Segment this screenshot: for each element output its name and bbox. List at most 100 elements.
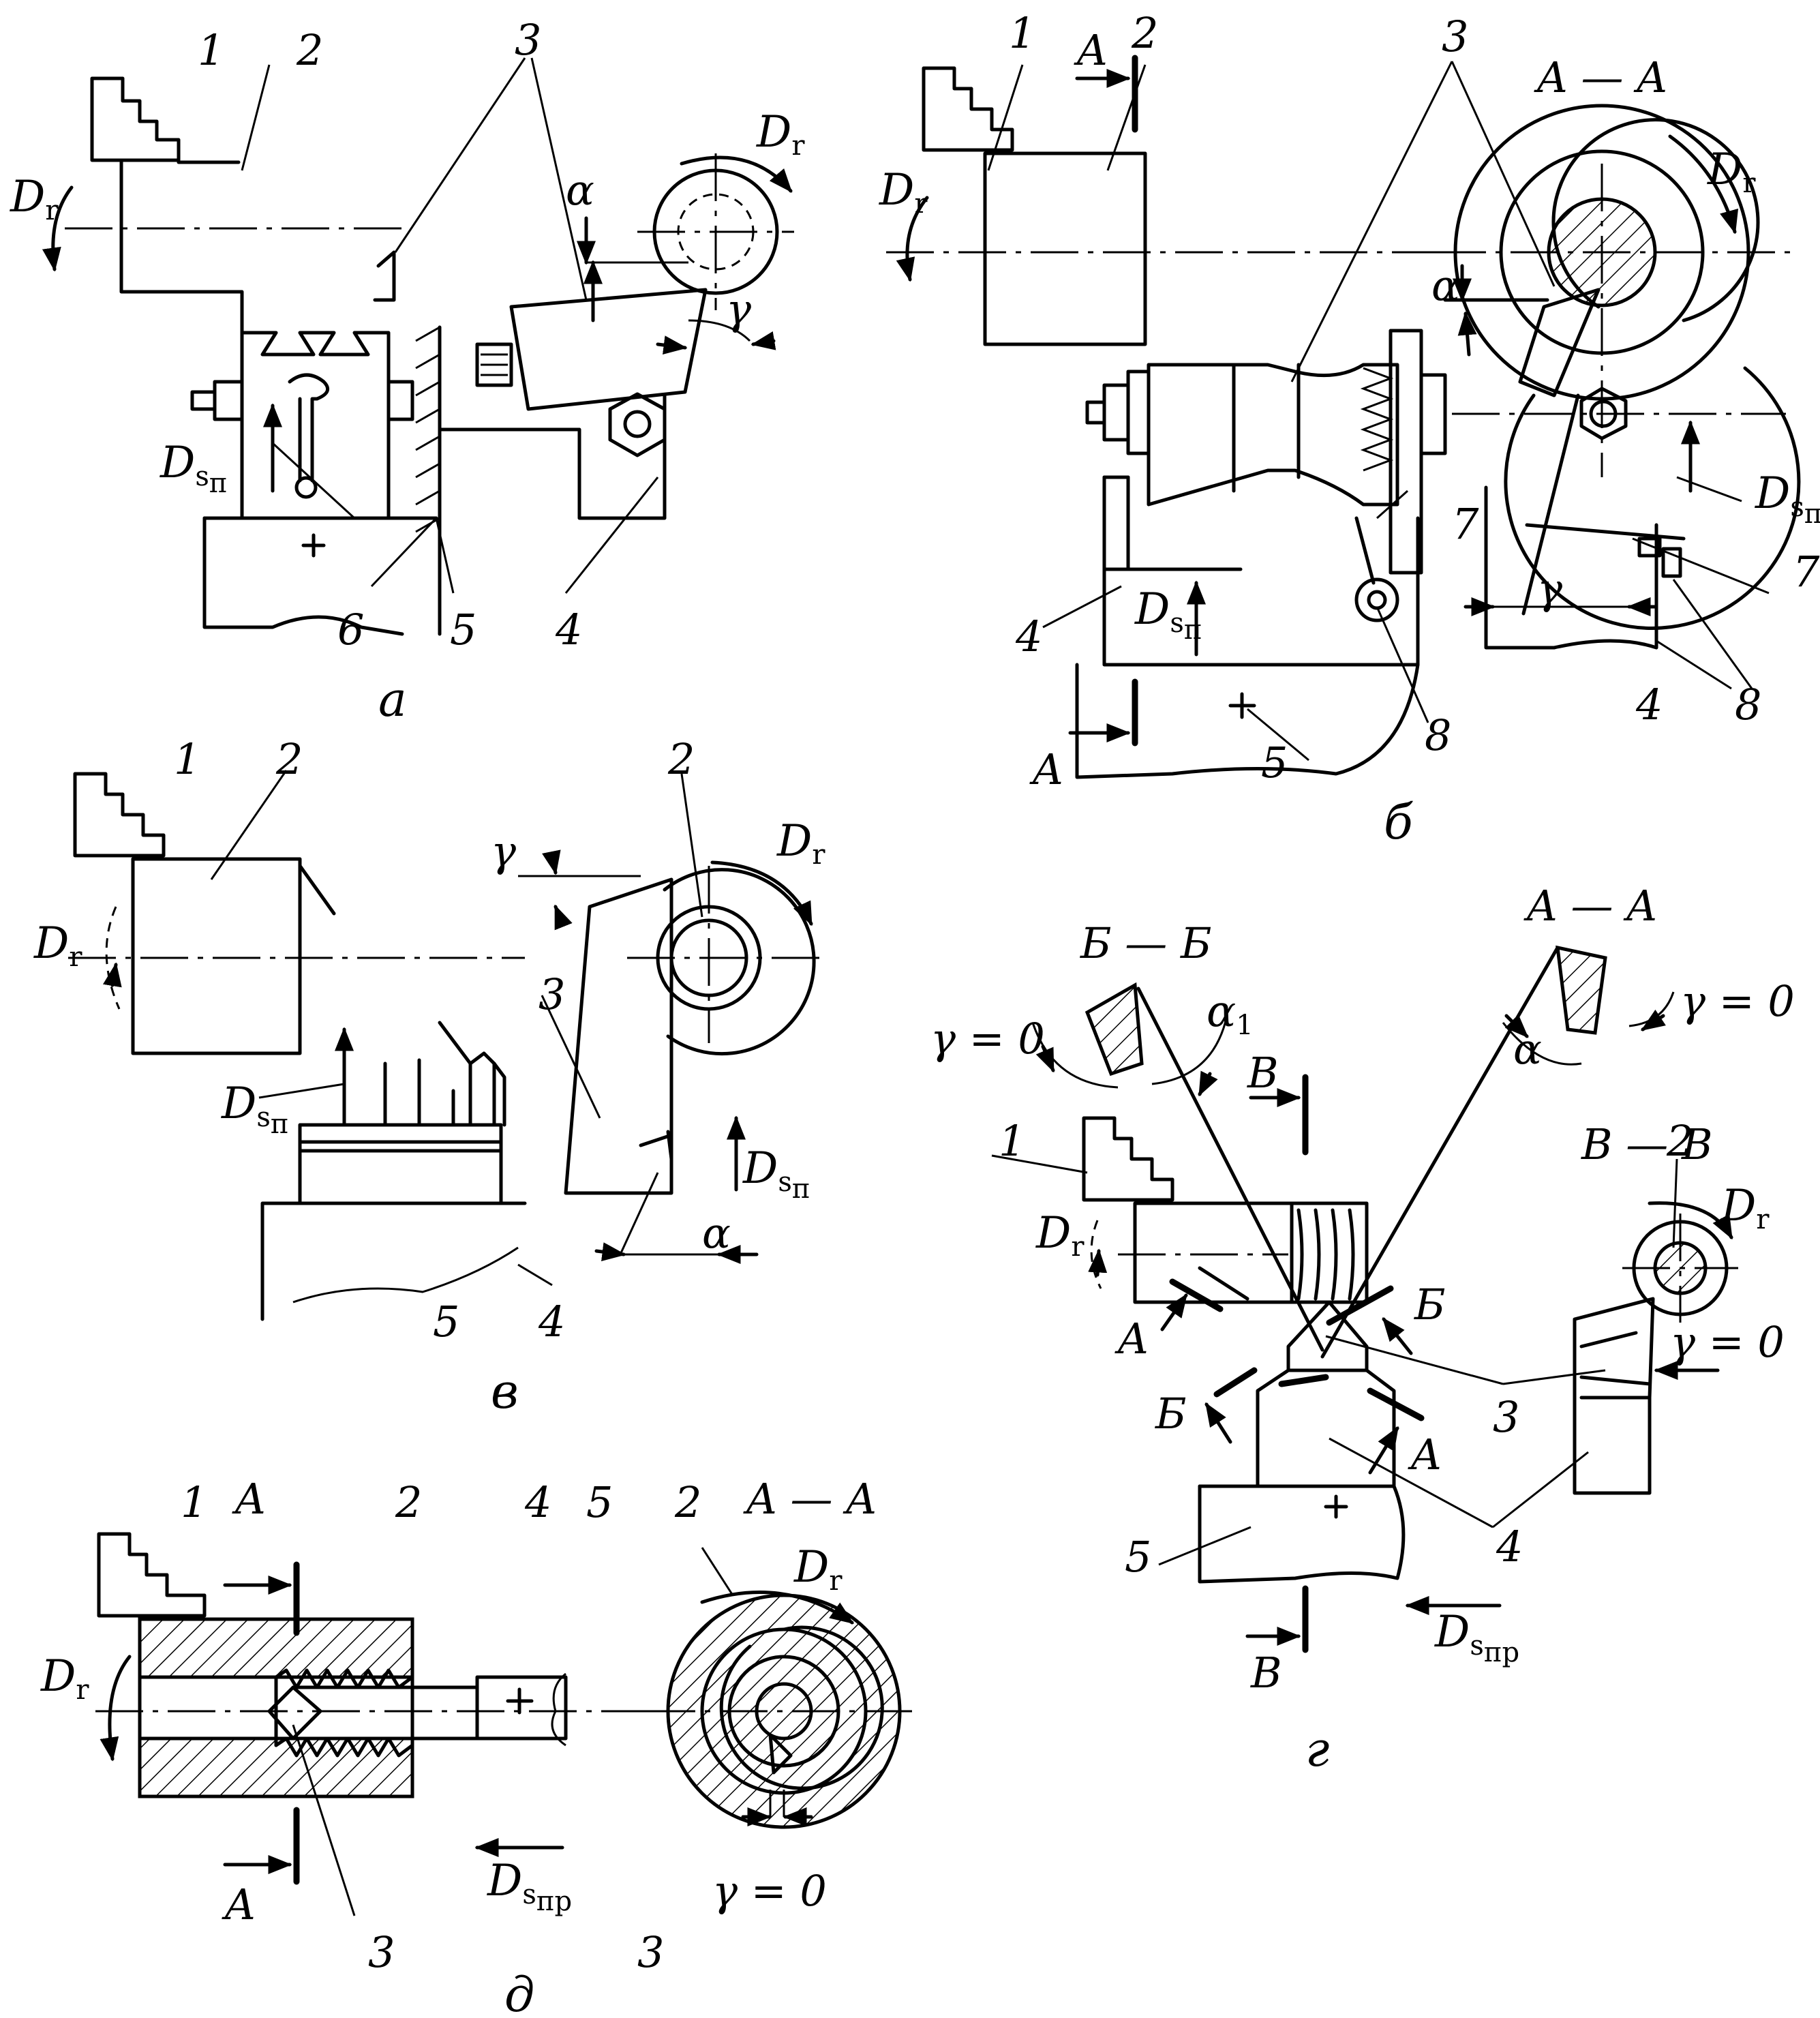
b-sec-A-bottom: A (1029, 744, 1063, 794)
v-label-alpha: α (702, 1208, 731, 1258)
b-label-AA: A — A (1534, 52, 1667, 102)
label-3: 3 (515, 15, 541, 65)
b-label-7-AA: 7 (1793, 547, 1820, 597)
v-label-gamma: γ (491, 826, 517, 876)
g-label-2: 2 (1666, 1116, 1693, 1166)
v-label-1: 1 (174, 734, 200, 784)
b-label-1: 1 (1009, 8, 1035, 58)
caption-b: б (1384, 794, 1413, 850)
panel-v: 1 2 2 3 5 4 Dr Dr Dsп Dsп α γ в (33, 734, 825, 1419)
d-label-Dr-AA: Dr (793, 1542, 843, 1597)
v-label-Ds-right: Dsп (742, 1143, 810, 1205)
v-label-Dr: Dr (33, 918, 82, 973)
b-label-Dr-circle: Dr (1707, 145, 1756, 199)
b-label-4-AA: 4 (1635, 680, 1663, 729)
chuck-jaw-1 (90, 76, 181, 162)
b-label-gamma: γ (1537, 564, 1563, 614)
sleeve-workpiece (138, 1617, 414, 1679)
v-label-Ds: Dsп (221, 1079, 289, 1140)
caption-a: а (378, 672, 407, 727)
caption-v: в (491, 1364, 519, 1419)
label-6: 6 (337, 605, 364, 654)
label-alpha: α (566, 165, 594, 215)
g-label-A-left: A (1114, 1314, 1149, 1364)
workpiece-2-v (131, 857, 302, 1055)
d-label-4: 4 (524, 1477, 551, 1527)
panel-b: 1 2 3 A A A — A Dr Dr Dsп Dsп 4 5 8 7 7 … (879, 8, 1820, 850)
form-tool-3 (1147, 363, 1399, 507)
v-label-4: 4 (538, 1297, 565, 1346)
g-label-V-top: B (1247, 1048, 1279, 1098)
b-label-8: 8 (1425, 710, 1451, 760)
g-label-gamma0-AA: γ = 0 (1680, 976, 1795, 1026)
tap-tool-3 (267, 1685, 322, 1741)
v-label-Dr-circle: Dr (776, 816, 825, 871)
b-label-Ds-AA: Dsп (1755, 468, 1820, 530)
d-label-2-AA: 2 (674, 1477, 701, 1527)
b-label-5: 5 (1261, 738, 1288, 787)
g-label-B-left: Б (1155, 1389, 1187, 1439)
panel-a: 1 2 3 6 5 4 Dr Dsп Dr α γ а (10, 15, 805, 727)
g-label-alpha1: α1 (1207, 987, 1254, 1041)
g-label-Dr: Dr (1035, 1208, 1085, 1263)
g-label-AA: A — A (1523, 881, 1657, 931)
comb-tool-3 (298, 1123, 503, 1205)
g-label-B-right: Б (1414, 1280, 1446, 1329)
g-label-BB: Б — Б (1080, 918, 1212, 968)
workpiece-g (1133, 1201, 1294, 1304)
b-label-Dr: Dr (879, 165, 928, 220)
b-label-4: 4 (1015, 612, 1042, 661)
panel-d: 1 2 4 5 2 A — A A A 3 3 γ = 0 Dr Dr Dsпр… (40, 1474, 913, 2018)
g-label-V-bottom: B (1250, 1648, 1282, 1698)
g-label-gamma0-VV: γ = 0 (1670, 1317, 1785, 1367)
d-label-A-top: A (232, 1474, 266, 1524)
v-label-3: 3 (539, 969, 565, 1019)
d-label-3-AA: 3 (637, 1927, 664, 1977)
d-label-3: 3 (368, 1927, 395, 1977)
caption-d: д (504, 1967, 534, 2018)
b-sec-A-top: A (1074, 25, 1108, 75)
d-label-Dr: Dr (40, 1651, 89, 1706)
g-label-Ds: Dsпр (1434, 1607, 1519, 1668)
g-label-Dr-VV: Dr (1720, 1181, 1770, 1235)
d-label-AA: A — A (743, 1474, 877, 1524)
b-label-Ds: Dsп (1134, 584, 1202, 646)
d-label-2: 2 (395, 1477, 422, 1527)
v-label-2-right: 2 (667, 734, 695, 784)
label-Dr-circle: Dr (756, 107, 805, 162)
d-label-A-bottom: A (222, 1880, 256, 1929)
circular-tool-section (1504, 366, 1801, 630)
g-label-alpha: α (1513, 1024, 1542, 1074)
label-2: 2 (296, 25, 323, 75)
caption-g: г (1305, 1721, 1329, 1777)
panel-g: 1 2 3 4 5 Б — Б A — A B — B γ = 0 γ = 0 … (930, 881, 1795, 1777)
label-1: 1 (198, 25, 224, 75)
d-label-gamma0: γ = 0 (712, 1866, 827, 1916)
workpiece-2-b (983, 151, 1147, 346)
d-label-Ds: Dsпр (487, 1856, 572, 1917)
label-Dr: Dr (10, 172, 59, 226)
label-gamma: γ (726, 284, 752, 334)
d-label-5: 5 (586, 1477, 613, 1527)
tilted-tool-v (564, 877, 673, 1195)
label-Ds: Dsп (160, 438, 228, 499)
label-4: 4 (555, 605, 582, 654)
d-label-1: 1 (181, 1477, 207, 1527)
g-label-1: 1 (999, 1116, 1025, 1166)
g-label-gamma0-BB: γ = 0 (930, 1014, 1045, 1064)
label-5: 5 (450, 605, 476, 654)
v-label-5: 5 (433, 1297, 459, 1346)
v-label-2: 2 (275, 734, 303, 784)
g-label-A-right: A (1408, 1430, 1442, 1479)
base-5 (202, 516, 404, 636)
b-label-3: 3 (1442, 12, 1468, 61)
b-label-8-AA: 8 (1735, 680, 1761, 729)
b-label-alpha: α (1431, 260, 1460, 310)
g-label-VV: B — B (1581, 1119, 1713, 1169)
b-label-7: 7 (1452, 499, 1479, 549)
tilted-tool-3 (509, 288, 708, 411)
g-label-3: 3 (1493, 1392, 1519, 1442)
g-label-5: 5 (1125, 1532, 1151, 1582)
workpiece-2 (119, 160, 244, 335)
